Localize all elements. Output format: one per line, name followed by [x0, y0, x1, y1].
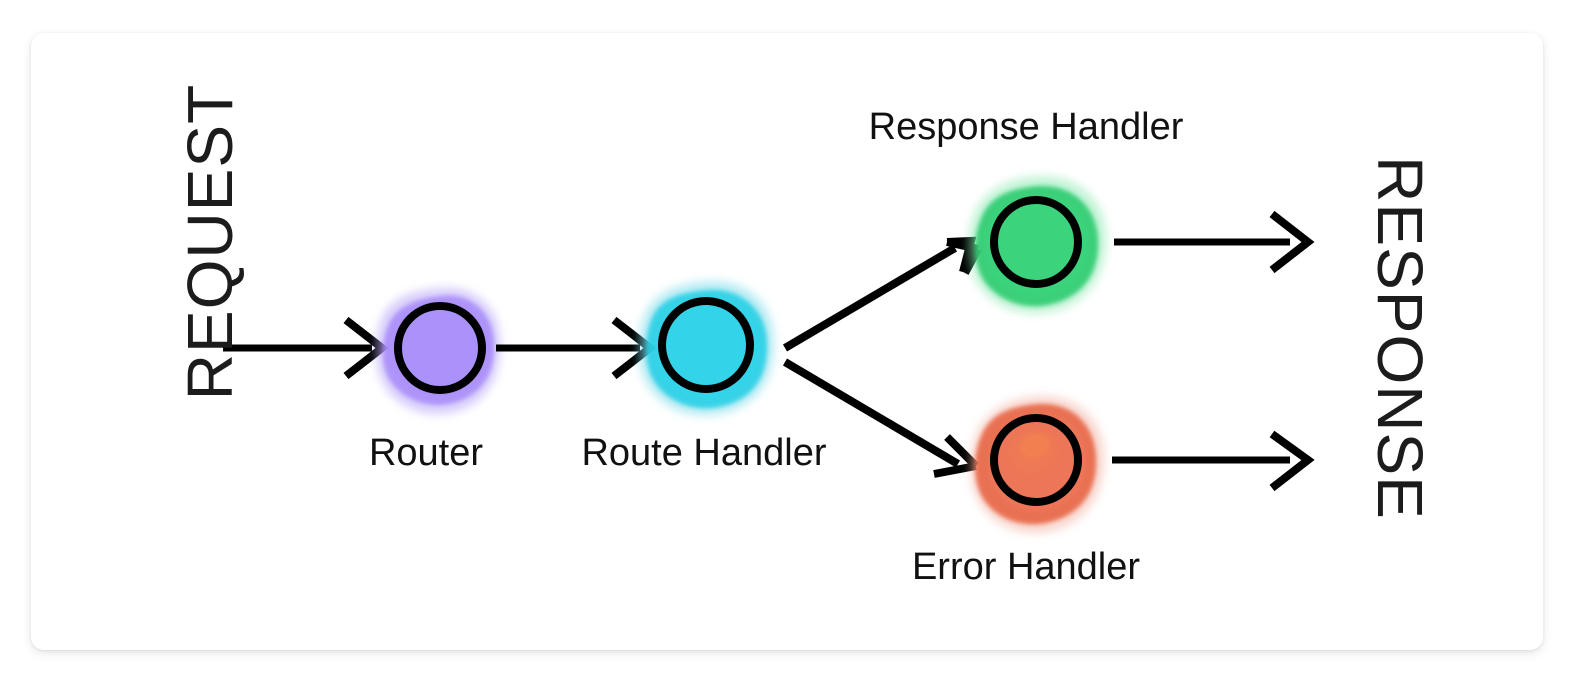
- edge-response-handler-to-response: [1114, 210, 1315, 274]
- edge-request-to-router: [223, 316, 389, 380]
- edge-route-handler-to-response-handler: [782, 236, 982, 352]
- edge-router-to-route-handler: [496, 316, 657, 380]
- node-response-handler[interactable]: [968, 175, 1107, 314]
- node-label-error-handler: Error Handler: [911, 546, 1141, 588]
- response-label: RESPONSE: [1364, 156, 1436, 520]
- node-label-response-handler: Response Handler: [868, 106, 1184, 148]
- node-route-handler[interactable]: [638, 280, 775, 416]
- node-error-handler[interactable]: [969, 395, 1105, 534]
- diagram-card: [31, 33, 1543, 650]
- edge-error-handler-to-response: [1112, 430, 1315, 492]
- node-label-router: Router: [368, 432, 484, 474]
- node-label-route-handler: Route Handler: [581, 432, 827, 474]
- request-label: REQUEST: [174, 83, 246, 401]
- node-router[interactable]: [375, 287, 501, 415]
